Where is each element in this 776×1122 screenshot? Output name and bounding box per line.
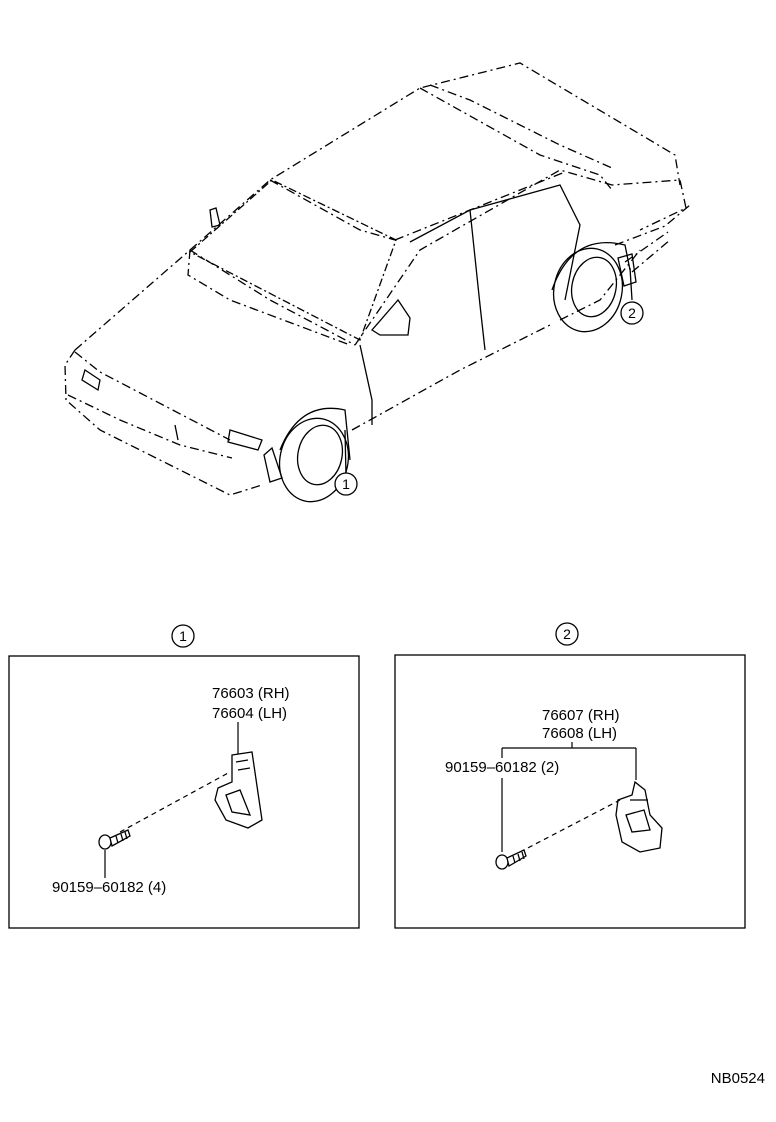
panel-1-title: 1	[179, 628, 187, 644]
panel-2: 2 76607 (RH) 76608 (LH) 90159–60182 (2)	[394, 622, 746, 929]
mud-guard-rear-icon	[615, 780, 663, 853]
panel-2-screw-label: 90159–60182 (2)	[445, 759, 559, 776]
panel-1-frame	[8, 655, 360, 929]
figure-code: NB0524	[711, 1070, 765, 1087]
panel-1: 1 76603 (RH) 76604 (LH) 90159–60182 (4)	[8, 624, 360, 929]
callout-front: 1	[334, 472, 358, 496]
svg-text:1: 1	[342, 476, 350, 492]
panel-2-title: 2	[563, 626, 571, 642]
panel-1-part-rh: 76603 (RH)	[212, 685, 290, 702]
mud-guard-front-icon	[214, 751, 263, 829]
panel-2-part-lh: 76608 (LH)	[542, 725, 617, 742]
panel-1-screw-label: 90159–60182 (4)	[52, 879, 166, 896]
screw-rear-icon	[495, 849, 527, 870]
callout-rear: 2	[620, 301, 644, 325]
screw-front-icon	[98, 829, 131, 850]
svg-text:2: 2	[628, 305, 636, 321]
panel-2-title-circle	[555, 622, 579, 646]
panel-2-frame	[394, 654, 746, 929]
panel-2-part-rh: 76607 (RH)	[542, 707, 620, 724]
panel-1-part-lh: 76604 (LH)	[212, 705, 287, 722]
car-illustration	[64, 62, 691, 503]
panel-1-title-circle	[171, 624, 195, 648]
